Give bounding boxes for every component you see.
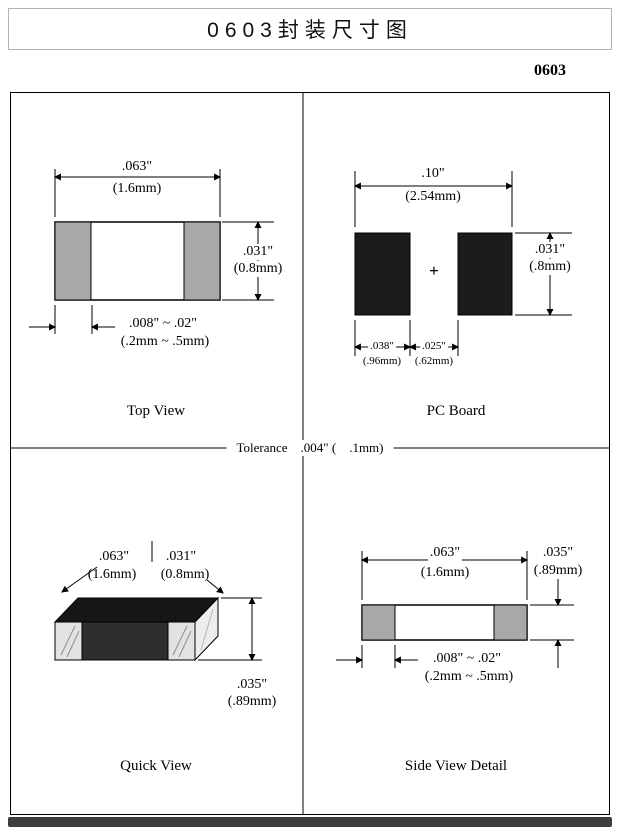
pc-board-pad-height-inches: .031" [532,242,568,258]
top-view-caption: Top View [126,403,186,419]
top-view-cap-mm: (.2mm ~ .5mm) [120,334,210,349]
top-view-cap-inches: .008" ~ .02" [128,316,198,331]
side-view-height-mm: (.89mm) [533,563,583,578]
pc-board-caption: PC Board [426,403,486,419]
bottom-bar [8,817,612,827]
side-view-right-terminal [493,604,528,641]
quick-view-length-mm: (1.6mm) [87,567,137,582]
part-number-label: 0603 [534,62,566,79]
top-view-right-terminal [183,221,221,301]
top-view-width-mm: (0.8mm) [231,261,285,277]
quick-view-height-inches: .035" [236,677,268,692]
side-view-length-mm: (1.6mm) [420,565,470,580]
top-view-width-inches: .031" [240,244,276,260]
side-view-drawing [336,551,574,668]
top-view-length-mm: (1.6mm) [112,181,162,196]
top-view-left-terminal [54,221,92,301]
side-view-length-inches: .063" [427,545,463,561]
title-bar: 0603封装尺寸图 [8,8,612,50]
pc-board-left-pad [354,232,411,316]
side-view-cap-mm: (.2mm ~ .5mm) [424,669,514,684]
pc-board-span-inches: .10" [421,166,445,181]
quick-view-caption: Quick View [120,758,192,774]
pc-board-right-pad [457,232,513,316]
quick-view-width-leader [206,579,224,594]
diagram-frame: .063" (1.6mm) .031" (0.8mm) .008" ~ .02"… [10,92,610,815]
pc-board-gap-mm: (.62mm) [414,355,454,367]
quick-view-width-inches: .031" [165,549,197,564]
pc-board-pad-height-mm: (.8mm) [527,259,573,275]
side-view-caption: Side View Detail [404,758,508,774]
side-view-left-terminal [361,604,396,641]
pc-board-plus-sign: + [429,261,439,280]
quick-view-length-leader [61,566,98,593]
diagram-canvas [11,93,609,814]
labels-layer: .063" (1.6mm) .031" (0.8mm) .008" ~ .02"… [11,93,609,814]
top-view-length-inches: .063" [121,159,153,174]
pc-board-pad-width-inches: .038" [368,340,396,353]
pc-board-pad-width-mm: (.96mm) [362,355,402,367]
quick-view-height-mm: (.89mm) [227,694,277,709]
side-view-cap-inches: .008" ~ .02" [432,651,502,666]
quick-view-length-inches: .063" [98,549,130,564]
side-view-height-inches: .035" [542,545,574,560]
tolerance-note: Tolerance .004" ( .1mm) [226,440,394,456]
pc-board-span-mm: (2.54mm) [405,189,461,204]
top-view-drawing [29,169,274,334]
quick-view-drawing [53,541,262,662]
pc-board-gap-inches: .025" [420,340,448,353]
quick-view-width-mm: (0.8mm) [160,567,210,582]
quick-view-right-cap [167,621,196,661]
page-title: 0603封装尺寸图 [207,19,413,42]
